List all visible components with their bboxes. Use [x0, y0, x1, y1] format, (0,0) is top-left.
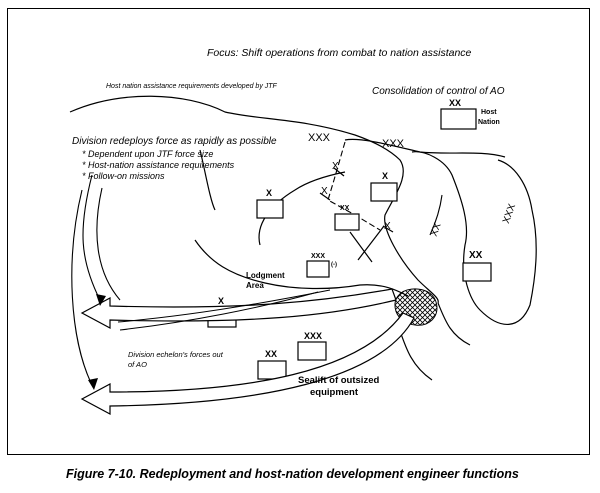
unit-corps-2-label: XXX — [304, 331, 323, 341]
lodgment-label-1: Lodgment — [246, 271, 285, 280]
coastline — [69, 95, 439, 304]
sealift-label-1: Sealift of outsized — [298, 375, 380, 386]
unit-division-2 — [257, 360, 287, 380]
sweep-arrowhead-2 — [88, 378, 98, 390]
figure-frame — [7, 8, 590, 455]
redeployment-diagram — [69, 95, 537, 416]
sweep-arrowhead-1 — [96, 294, 106, 306]
lodgment-coast — [194, 239, 409, 297]
redeploy-arrow-upper — [80, 288, 397, 330]
sweep-line-5 — [119, 291, 319, 331]
consolidation-text: Consolidation of control of AO — [372, 86, 505, 97]
unit-brigade-2-label: X — [382, 171, 389, 181]
division-redeploys-heading: Division redeploys force as rapidly as p… — [72, 136, 277, 147]
unit-division-small — [334, 213, 360, 231]
brigade-boundary — [327, 141, 381, 231]
sweep-line-1 — [82, 174, 101, 301]
hn-requirements-text: Host nation assistance requirements deve… — [106, 83, 277, 90]
land-lobe — [258, 171, 346, 246]
lodgment-label-2: Area — [246, 281, 264, 290]
figure-caption: Figure 7-10. Redeployment and host-natio… — [66, 467, 519, 481]
unit-brigade-1-label: X — [266, 188, 273, 198]
unit-host-nation — [440, 108, 477, 130]
corps-boundary — [344, 138, 506, 158]
sweep-line-2 — [96, 187, 121, 301]
unit-division-right-label: XX — [469, 250, 483, 261]
unit-corps-2 — [297, 341, 327, 361]
sealift-label-2: equipment — [310, 387, 359, 398]
boundary-x-b: X — [321, 186, 328, 197]
redeploy-arrow-lower — [80, 312, 415, 416]
division-bullet-3: * Follow-on missions — [82, 171, 165, 181]
boundary-ticks — [319, 167, 394, 263]
unit-brigade-2 — [370, 182, 398, 202]
unit-corps-minus-label: XXX — [311, 253, 326, 260]
right-coast-south — [437, 302, 471, 346]
unit-brigade-1 — [256, 199, 284, 219]
unit-division-right — [462, 262, 492, 282]
division-boundary-left — [429, 194, 443, 236]
coast-inlet-left — [199, 149, 216, 211]
sweep-line-3 — [71, 189, 93, 386]
division-bullet-1: * Dependent upon JTF force size — [82, 149, 214, 159]
echelons-out-label-2: of AO — [128, 360, 147, 369]
boundary-xxx-right: XXX — [382, 138, 405, 150]
unit-corps-minus — [306, 260, 330, 278]
unit-corps-minus-modifier: (-) — [331, 262, 337, 268]
host-nation-label-1: Host — [481, 109, 497, 116]
unit-division-small-label: XX — [340, 205, 350, 212]
unit-brigade-3-label: X — [218, 296, 225, 306]
unit-division-2-label: XX — [265, 349, 278, 359]
focus-text: Focus: Shift operations from combat to n… — [207, 47, 472, 59]
host-nation-echelon: XX — [449, 98, 462, 108]
division-bullet-2: * Host-nation assistance requirements — [82, 160, 235, 170]
echelons-out-label-1: Division echelon's forces out — [128, 350, 223, 359]
right-landmass — [411, 151, 537, 325]
boundary-xxx-left: XXX — [308, 132, 331, 144]
boundary-x-c: X — [384, 221, 391, 232]
host-nation-label-2: Nation — [478, 119, 500, 126]
boundary-x-a: X — [332, 161, 339, 172]
